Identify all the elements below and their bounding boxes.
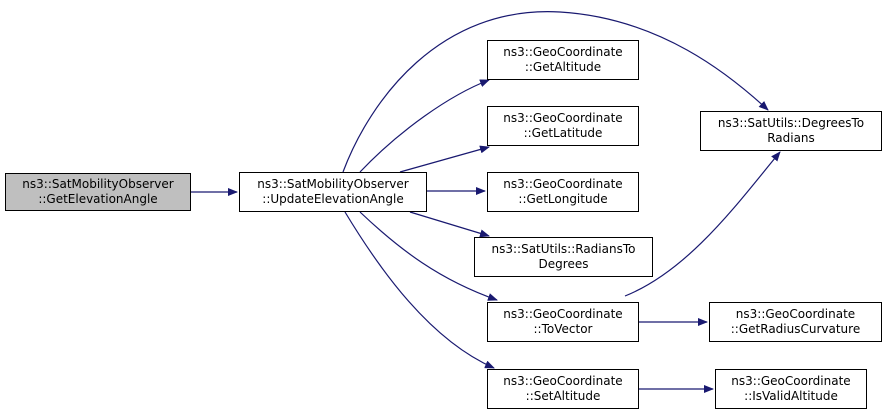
- node-get-radius-curvature[interactable]: ns3::GeoCoordinate ::GetRadiusCurvature: [709, 302, 882, 342]
- edge-update-elevation-to-get-latitude: [399, 145, 490, 173]
- node-get-radius-curvature-line1: ns3::GeoCoordinate: [735, 307, 856, 321]
- node-set-altitude[interactable]: ns3::GeoCoordinate ::SetAltitude: [487, 369, 639, 409]
- node-set-altitude-line2: ::SetAltitude: [525, 389, 601, 403]
- node-get-altitude-line2: ::GetAltitude: [524, 60, 602, 74]
- edge-update-elevation-to-radians-to-degrees: [409, 211, 490, 238]
- node-get-elevation-angle: ns3::SatMobilityObserver ::GetElevationA…: [5, 173, 191, 211]
- node-get-altitude-line1: ns3::GeoCoordinate: [503, 45, 623, 59]
- node-to-vector-line1: ns3::GeoCoordinate: [503, 307, 623, 321]
- node-is-valid-altitude-line2: ::IsValidAltitude: [744, 389, 838, 403]
- node-get-longitude-line2: ::GetLongitude: [518, 192, 608, 206]
- node-to-vector-line2: ::ToVector: [533, 322, 593, 336]
- node-update-elevation-angle[interactable]: ns3::SatMobilityObserver ::UpdateElevati…: [239, 172, 427, 212]
- edge-update-elevation-to-get-altitude: [359, 79, 490, 173]
- node-get-radius-curvature-line2: ::GetRadiusCurvature: [730, 322, 861, 336]
- node-get-latitude-line1: ns3::GeoCoordinate: [503, 111, 623, 125]
- node-get-elevation-angle-line2: ::GetElevationAngle: [38, 192, 158, 206]
- edge-update-elevation-to-set-altitude: [344, 211, 495, 369]
- node-degrees-to-radians-line1: ns3::SatUtils::DegreesTo: [717, 116, 865, 130]
- node-radians-to-degrees-line2: Degrees: [538, 257, 589, 271]
- node-update-elevation-angle-line2: ::UpdateElevationAngle: [262, 192, 404, 206]
- node-radians-to-degrees[interactable]: ns3::SatUtils::RadiansTo Degrees: [474, 237, 653, 277]
- node-degrees-to-radians-line2: Radians: [767, 131, 815, 145]
- node-is-valid-altitude[interactable]: ns3::GeoCoordinate ::IsValidAltitude: [715, 369, 867, 409]
- node-get-longitude-line1: ns3::GeoCoordinate: [503, 177, 623, 191]
- edge-to-vector-to-degrees-to-radians: [624, 151, 781, 297]
- edge-update-elevation-to-degrees-to-radians: [342, 11, 769, 173]
- node-set-altitude-line1: ns3::GeoCoordinate: [503, 374, 623, 388]
- node-is-valid-altitude-line1: ns3::GeoCoordinate: [731, 374, 851, 388]
- node-get-latitude-line2: ::GetLatitude: [523, 126, 603, 140]
- node-update-elevation-angle-line1: ns3::SatMobilityObserver: [257, 177, 409, 191]
- node-to-vector[interactable]: ns3::GeoCoordinate ::ToVector: [487, 302, 639, 342]
- node-radians-to-degrees-line1: ns3::SatUtils::RadiansTo: [491, 242, 636, 256]
- node-get-longitude[interactable]: ns3::GeoCoordinate ::GetLongitude: [487, 172, 639, 212]
- edge-update-elevation-to-to-vector: [359, 211, 498, 301]
- node-get-elevation-angle-line1: ns3::SatMobilityObserver: [22, 177, 174, 191]
- node-degrees-to-radians[interactable]: ns3::SatUtils::DegreesTo Radians: [700, 111, 882, 151]
- node-get-altitude[interactable]: ns3::GeoCoordinate ::GetAltitude: [487, 40, 639, 80]
- node-get-latitude[interactable]: ns3::GeoCoordinate ::GetLatitude: [487, 106, 639, 146]
